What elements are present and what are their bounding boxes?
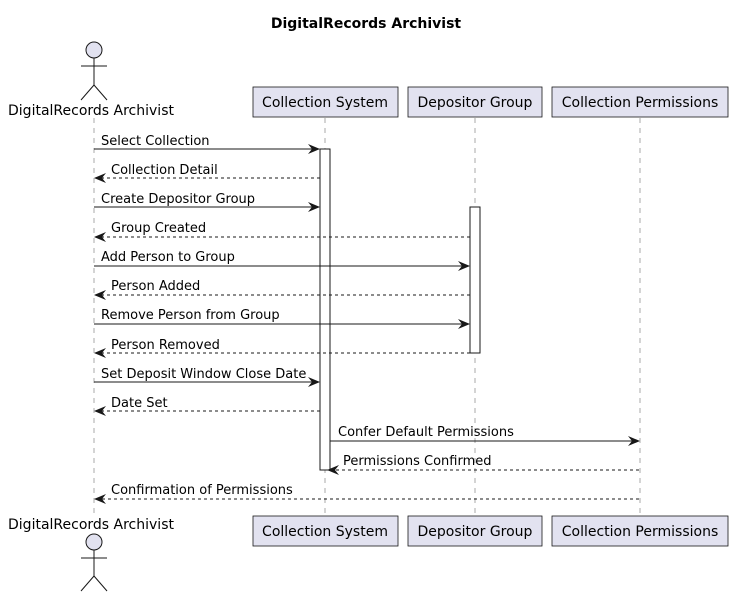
- message-label: Remove Person from Group: [101, 308, 280, 323]
- message-label: Group Created: [111, 221, 206, 236]
- message-label: Select Collection: [101, 134, 210, 149]
- participant-bottom-depositor-group: Depositor Group: [407, 515, 543, 547]
- message: Select Collection: [94, 134, 320, 154]
- message-label: Person Added: [111, 279, 200, 294]
- activation-collection-system: [319, 148, 331, 471]
- message: Confirmation of Permissions: [94, 483, 639, 504]
- message: Person Removed: [94, 338, 470, 358]
- message: Set Deposit Window Close Date: [94, 367, 320, 387]
- message: Person Added: [94, 279, 470, 300]
- actor-bottom: DigitalRecords Archivist: [8, 517, 174, 592]
- message-label: Add Person to Group: [101, 250, 235, 265]
- participant-top-depositor-group: Depositor Group: [407, 86, 543, 118]
- participant-label: Depositor Group: [418, 524, 533, 540]
- message: Add Person to Group: [94, 250, 470, 271]
- message: Permissions Confirmed: [327, 454, 639, 475]
- message-label: Confer Default Permissions: [338, 425, 514, 440]
- activation-depositor-group: [469, 206, 481, 354]
- actor-head-icon: [85, 533, 103, 551]
- message-label: Confirmation of Permissions: [111, 483, 293, 498]
- participant-bottom-collection-permissions: Collection Permissions: [551, 515, 729, 547]
- message-label: Collection Detail: [111, 163, 218, 178]
- message: Collection Detail: [94, 163, 320, 183]
- message: Create Depositor Group: [94, 192, 320, 212]
- actor-label-top: DigitalRecords Archivist: [8, 103, 174, 119]
- participant-label: Depositor Group: [418, 95, 533, 111]
- message: Date Set: [94, 396, 320, 416]
- message-label: Permissions Confirmed: [343, 454, 492, 469]
- message-label: Date Set: [111, 396, 168, 411]
- message-label: Create Depositor Group: [101, 192, 255, 207]
- actor-head-icon: [85, 41, 103, 59]
- message-label: Person Removed: [111, 338, 220, 353]
- message: Group Created: [94, 221, 470, 242]
- participant-bottom-collection-system: Collection System: [252, 515, 399, 547]
- actor-top: DigitalRecords Archivist: [8, 41, 174, 119]
- participant-top-collection-system: Collection System: [252, 86, 399, 118]
- participant-label: Collection System: [262, 95, 388, 111]
- participant-top-collection-permissions: Collection Permissions: [551, 86, 729, 118]
- actor-label-bottom: DigitalRecords Archivist: [8, 517, 174, 533]
- participant-label: Collection Permissions: [562, 95, 719, 111]
- participant-label: Collection Permissions: [562, 524, 719, 540]
- message: Remove Person from Group: [94, 308, 470, 329]
- message: Confer Default Permissions: [330, 425, 640, 446]
- diagram-title: DigitalRecords Archivist: [271, 16, 462, 32]
- message-label: Set Deposit Window Close Date: [101, 367, 306, 382]
- participant-label: Collection System: [262, 524, 388, 540]
